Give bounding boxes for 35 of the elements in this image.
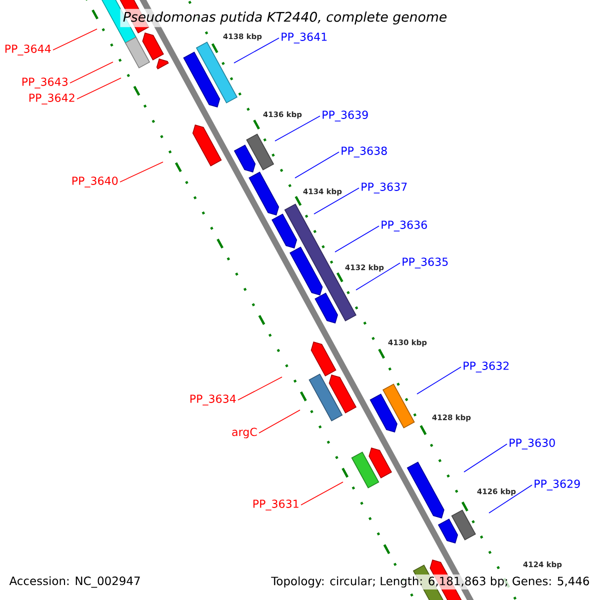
leader-line <box>294 152 340 178</box>
gene-label: PP_3637 <box>362 182 407 194</box>
title: Pseudomonas putida KT2440, complete genome <box>120 8 450 28</box>
leader-line <box>356 262 400 290</box>
gene-label: PP_3632 <box>464 362 509 372</box>
leader-line <box>234 38 280 64</box>
leader-line <box>70 62 114 84</box>
gene-label: PP_3644 <box>5 44 51 56</box>
leader-line <box>314 188 360 214</box>
leader-line <box>52 28 98 50</box>
gene-label: PP_3642 <box>29 94 74 104</box>
leader-line <box>334 226 380 252</box>
leader-line <box>464 444 508 472</box>
gene-label: PP_3629 <box>534 480 580 490</box>
leader-line <box>76 78 122 100</box>
leader-line <box>488 484 532 514</box>
gene-label: PP_3631 <box>253 500 298 510</box>
gene-label: PP_3641 <box>282 32 327 44</box>
leader-line <box>274 116 320 142</box>
leader-line <box>120 162 164 182</box>
gene-label: argC <box>232 428 257 438</box>
genome-info-text: Topology: circular; Length: 6,181,863 bp; Genes: 5,446 <box>269 574 592 590</box>
leader-line <box>416 366 462 394</box>
gene-label: PP_3639 <box>322 110 368 122</box>
gene-label: PP_3634 <box>190 394 236 406</box>
accession-text: Accession: NC_002947 <box>7 574 143 590</box>
gene-label: PP_3630 <box>510 438 555 450</box>
leader-line <box>238 376 282 400</box>
gene-label: PP_3640 <box>72 176 118 188</box>
leader-line <box>300 482 344 506</box>
gene-label: PP_3636 <box>382 220 427 232</box>
leader-line <box>258 410 300 434</box>
gene-label: PP_3635 <box>402 258 448 268</box>
gene-label: PP_3638 <box>342 146 387 158</box>
gene-label: PP_3643 <box>22 78 68 88</box>
